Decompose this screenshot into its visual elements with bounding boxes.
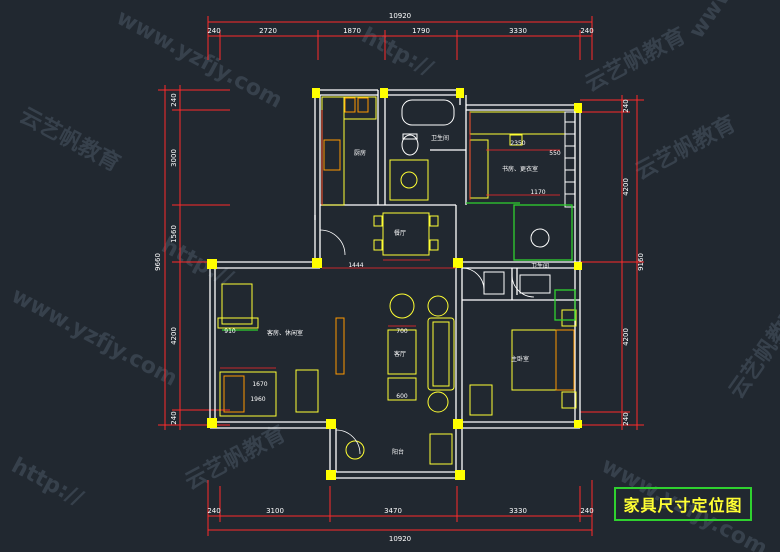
dim-guest-bed: 1960: [250, 396, 265, 403]
door-swings: [319, 229, 535, 455]
room-label-living: 客厅: [394, 350, 406, 358]
dim-left-total: 9660: [154, 253, 162, 271]
dim-bottom-seg: 240: [207, 507, 220, 515]
dim-guest-side: 910: [224, 328, 236, 335]
dim-top-total: 10920: [389, 12, 411, 20]
room-label-dining: 餐厅: [394, 229, 406, 237]
dim-top-seg: 1870: [343, 27, 361, 35]
dim-right-seg: 4200: [622, 178, 630, 196]
dim-top-seg: 240: [207, 27, 220, 35]
dim-right-seg: 240: [622, 412, 630, 425]
walls: [209, 89, 581, 479]
furniture: [217, 96, 577, 465]
drawing-title: 家具尺寸定位图: [623, 496, 743, 515]
dim-study-depth: 550: [549, 150, 561, 157]
dim-left-seg: 240: [170, 93, 178, 106]
dim-bottom-seg: 240: [580, 507, 593, 515]
interior-dimensions: [220, 110, 560, 369]
room-label-toilet: 卫生间: [431, 134, 449, 142]
drawing-title-box: 家具尺寸定位图: [614, 487, 752, 521]
room-label-bathroom: 卫生间: [531, 262, 549, 270]
structural-columns: [207, 88, 582, 480]
dim-coffee: 600: [396, 393, 408, 400]
dim-right-total: 9160: [637, 253, 645, 271]
dim-left-seg: 240: [170, 411, 178, 424]
dim-bottom-seg: 3100: [266, 507, 284, 515]
dim-right-seg: 4200: [622, 328, 630, 346]
dim-guest-bed-len: 1670: [252, 381, 267, 388]
bottom-dimension-chain: [207, 480, 593, 536]
dim-top-seg: 1790: [412, 27, 430, 35]
dim-left-seg: 3000: [170, 149, 178, 167]
dim-study-width: 2350: [510, 140, 525, 147]
room-label-guest: 客房、休闲室: [267, 329, 303, 337]
dim-sofa: 700: [396, 328, 408, 335]
room-label-study: 书房、更衣室: [502, 165, 538, 173]
room-label-kitchen: 厨房: [354, 149, 366, 157]
room-label-balcony: 阳台: [392, 448, 404, 456]
top-dimension-chain: [207, 16, 593, 60]
dim-left-seg: 1560: [170, 225, 178, 243]
dim-bottom-seg: 3470: [384, 507, 402, 515]
dim-study-hall: 1170: [530, 189, 545, 196]
dim-top-seg: 2720: [259, 27, 277, 35]
dim-bottom-total: 10920: [389, 535, 411, 543]
dim-dining-span: 1444: [348, 262, 363, 269]
room-label-master: 主卧室: [511, 355, 529, 363]
right-dimension-chain: [580, 95, 644, 430]
dim-top-seg: 240: [580, 27, 593, 35]
dim-top-seg: 3330: [509, 27, 527, 35]
accent-lines: [222, 202, 576, 331]
dim-right-seg: 240: [622, 99, 630, 112]
dim-bottom-seg: 3330: [509, 507, 527, 515]
dim-left-seg: 4200: [170, 327, 178, 345]
